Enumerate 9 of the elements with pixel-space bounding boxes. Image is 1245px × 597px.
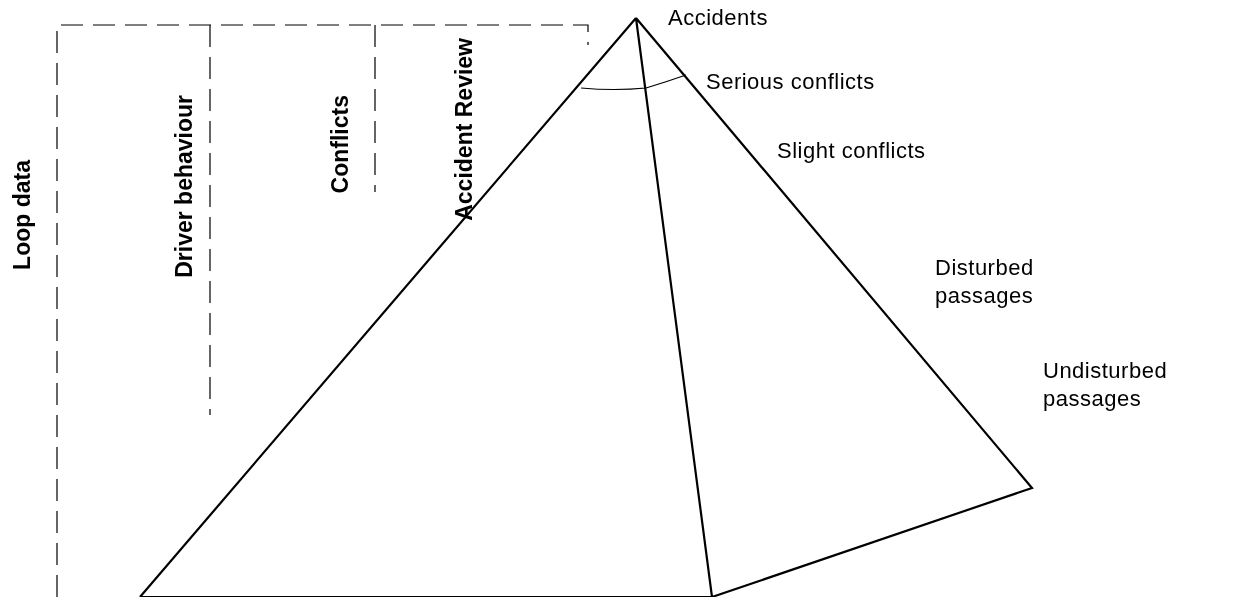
axis-label: Accident Review — [450, 38, 478, 221]
level-label: Disturbed passages — [935, 254, 1035, 310]
level-label: Accidents — [668, 4, 768, 32]
level-label: Undisturbed passages — [1043, 357, 1169, 413]
axis-label: Driver behaviour — [170, 95, 198, 278]
level-label: Serious conflicts — [706, 68, 875, 96]
axis-label: Loop data — [8, 160, 36, 270]
level-label: Slight conflicts — [777, 137, 926, 165]
axis-label: Conflicts — [326, 95, 354, 194]
